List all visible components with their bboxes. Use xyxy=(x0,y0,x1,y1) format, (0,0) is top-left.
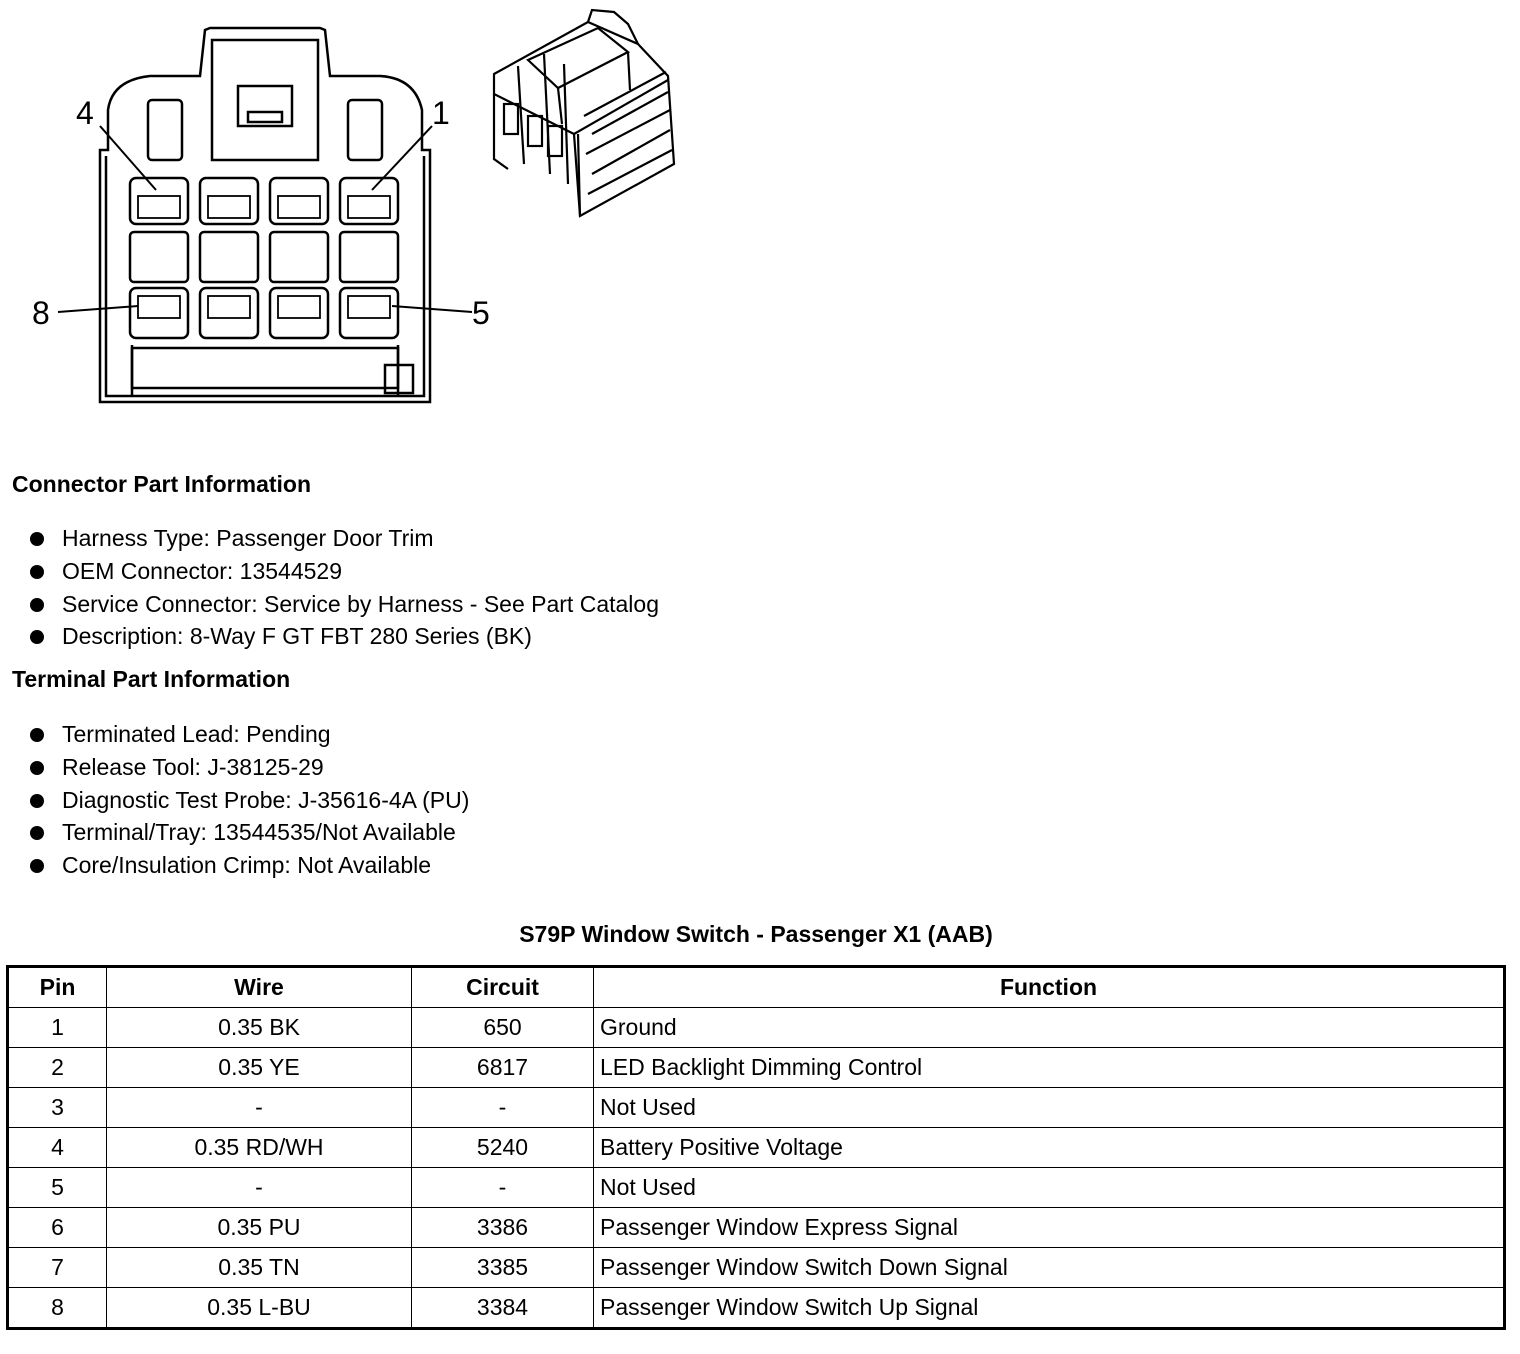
list-item-text: Terminal/Tray: 13544535/Not Available xyxy=(62,819,456,846)
cell-wire: 0.35 PU xyxy=(106,1207,412,1248)
bullet-icon xyxy=(30,826,44,841)
cell-function: LED Backlight Dimming Control xyxy=(593,1047,1505,1088)
list-item: Terminated Lead: Pending xyxy=(28,718,469,751)
list-item: Terminal/Tray: 13544535/Not Available xyxy=(28,816,469,849)
bullet-icon xyxy=(30,859,44,874)
table-row: 8 0.35 L-BU 3384 Passenger Window Switch… xyxy=(7,1287,1505,1329)
list-item: Diagnostic Test Probe: J-35616-4A (PU) xyxy=(28,784,469,817)
pin-callout-4: 4 xyxy=(76,95,94,131)
bullet-icon xyxy=(30,630,44,645)
cell-wire: 0.35 TN xyxy=(106,1247,412,1288)
cell-circuit: 5240 xyxy=(411,1127,594,1168)
connector-isometric-view xyxy=(492,8,676,218)
connector-info-heading: Connector Part Information xyxy=(12,471,312,497)
pin-callout-5: 5 xyxy=(472,295,490,331)
table-row: 5 - - Not Used xyxy=(7,1167,1505,1208)
cell-wire: - xyxy=(106,1087,412,1128)
list-item: Harness Type: Passenger Door Trim xyxy=(28,522,659,555)
bullet-icon xyxy=(30,760,44,775)
cell-pin: 7 xyxy=(7,1247,107,1288)
table-row: 7 0.35 TN 3385 Passenger Window Switch D… xyxy=(7,1247,1505,1288)
list-item-text: Description: 8-Way F GT FBT 280 Series (… xyxy=(62,623,532,650)
bullet-icon xyxy=(30,728,44,742)
connector-info-list: Harness Type: Passenger Door Trim OEM Co… xyxy=(28,522,659,653)
cell-function: Passenger Window Express Signal xyxy=(593,1207,1505,1248)
bullet-icon xyxy=(30,532,44,546)
list-item-text: Terminated Lead: Pending xyxy=(62,721,331,747)
cell-wire: 0.35 L-BU xyxy=(106,1287,412,1329)
table-header-row: Pin Wire Circuit Function xyxy=(7,966,1505,1008)
cell-function: Not Used xyxy=(593,1167,1505,1208)
pinout-table: Pin Wire Circuit Function 1 0.35 BK 650 … xyxy=(6,965,1506,1330)
cell-function: Passenger Window Switch Down Signal xyxy=(593,1247,1505,1288)
connector-face-diagram: 4 1 8 5 xyxy=(32,26,490,404)
cell-circuit: 6817 xyxy=(411,1047,594,1088)
cell-pin: 3 xyxy=(7,1087,107,1128)
list-item: Description: 8-Way F GT FBT 280 Series (… xyxy=(28,620,659,653)
list-item: Release Tool: J-38125-29 xyxy=(28,751,469,784)
column-header-pin: Pin xyxy=(7,966,107,1008)
table-row: 3 - - Not Used xyxy=(7,1087,1505,1128)
bullet-icon xyxy=(30,793,44,808)
cell-circuit: 3384 xyxy=(411,1287,594,1329)
table-row: 2 0.35 YE 6817 LED Backlight Dimming Con… xyxy=(7,1047,1505,1088)
list-item: OEM Connector: 13544529 xyxy=(28,555,659,588)
cell-function: Ground xyxy=(593,1007,1505,1048)
terminal-info-list: Terminated Lead: Pending Release Tool: J… xyxy=(28,718,469,882)
column-header-wire: Wire xyxy=(106,966,412,1008)
table-row: 1 0.35 BK 650 Ground xyxy=(7,1007,1505,1048)
cell-pin: 5 xyxy=(7,1167,107,1208)
list-item-text: Release Tool: J-38125-29 xyxy=(62,753,324,780)
list-item-text: Diagnostic Test Probe: J-35616-4A (PU) xyxy=(62,786,470,813)
cell-circuit: 3386 xyxy=(411,1207,594,1248)
cell-circuit: 3385 xyxy=(411,1247,594,1288)
table-title: S79P Window Switch - Passenger X1 (AAB) xyxy=(519,921,993,947)
cell-wire: 0.35 YE xyxy=(106,1047,412,1088)
pin-callout-8: 8 xyxy=(32,295,50,331)
pin-callout-1: 1 xyxy=(432,95,450,131)
bullet-icon xyxy=(30,597,44,612)
cell-pin: 2 xyxy=(7,1047,107,1088)
terminal-info-heading: Terminal Part Information xyxy=(12,666,291,692)
cell-pin: 4 xyxy=(7,1127,107,1168)
cell-function: Not Used xyxy=(593,1087,1505,1128)
list-item-text: Service Connector: Service by Harness - … xyxy=(62,590,659,617)
list-item-text: OEM Connector: 13544529 xyxy=(62,557,343,584)
column-header-circuit: Circuit xyxy=(411,966,594,1008)
cell-circuit: - xyxy=(411,1167,594,1208)
list-item-text: Core/Insulation Crimp: Not Available xyxy=(62,852,432,879)
cell-circuit: 650 xyxy=(411,1007,594,1048)
cell-pin: 6 xyxy=(7,1207,107,1248)
cell-wire: 0.35 RD/WH xyxy=(106,1127,412,1168)
bullet-icon xyxy=(30,564,44,579)
cell-function: Passenger Window Switch Up Signal xyxy=(593,1287,1505,1329)
cell-circuit: - xyxy=(411,1087,594,1128)
list-item-text: Harness Type: Passenger Door Trim xyxy=(62,525,434,551)
cell-wire: - xyxy=(106,1167,412,1208)
table-row: 6 0.35 PU 3386 Passenger Window Express … xyxy=(7,1207,1505,1248)
column-header-function: Function xyxy=(593,966,1505,1008)
cell-pin: 1 xyxy=(7,1007,107,1048)
list-item: Service Connector: Service by Harness - … xyxy=(28,588,659,621)
cell-wire: 0.35 BK xyxy=(106,1007,412,1048)
list-item: Core/Insulation Crimp: Not Available xyxy=(28,849,469,882)
table-row: 4 0.35 RD/WH 5240 Battery Positive Volta… xyxy=(7,1127,1505,1168)
cell-pin: 8 xyxy=(7,1287,107,1329)
cell-function: Battery Positive Voltage xyxy=(593,1127,1505,1168)
